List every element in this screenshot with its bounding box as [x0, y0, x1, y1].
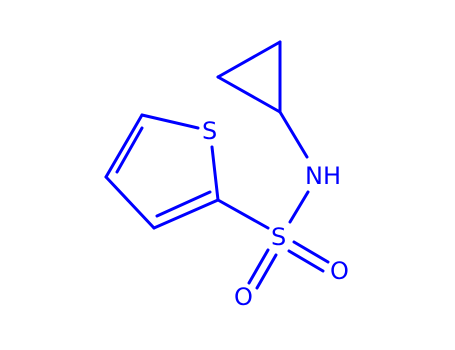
bond-s-o-right-b — [287, 249, 325, 273]
bond-c5-c4 — [104, 113, 144, 179]
bond-c5-c4-double — [115, 126, 144, 174]
bond-s-o-bottom-b — [255, 253, 278, 290]
cyclopropyl-ring — [216, 40, 282, 114]
bond-n-s — [288, 190, 310, 224]
bond-c3-c2 — [152, 198, 220, 230]
bond-c4-c3 — [104, 175, 156, 230]
bond-s-o-right-a — [292, 240, 330, 264]
bond-c3-c2-double — [155, 190, 212, 218]
atom-ring-sulfur: S — [202, 117, 217, 145]
atom-nitrogen-h: NH — [305, 162, 341, 190]
atom-sulfonyl-sulfur: S — [271, 223, 286, 251]
atom-oxygen-bottom: O — [234, 283, 253, 311]
bond-cp-n — [278, 110, 309, 159]
bond-c2-ring-s — [210, 145, 220, 202]
bond-ring-s-c5 — [140, 113, 200, 130]
bond-s-o-bottom-a — [247, 248, 270, 285]
bond-c2-sulfonyl-s — [216, 198, 270, 230]
thiophene-ring — [104, 113, 220, 230]
atom-oxygen-right: O — [330, 257, 349, 285]
bond-cp-bottom — [216, 75, 282, 114]
bond-cp-top-right — [216, 40, 282, 79]
